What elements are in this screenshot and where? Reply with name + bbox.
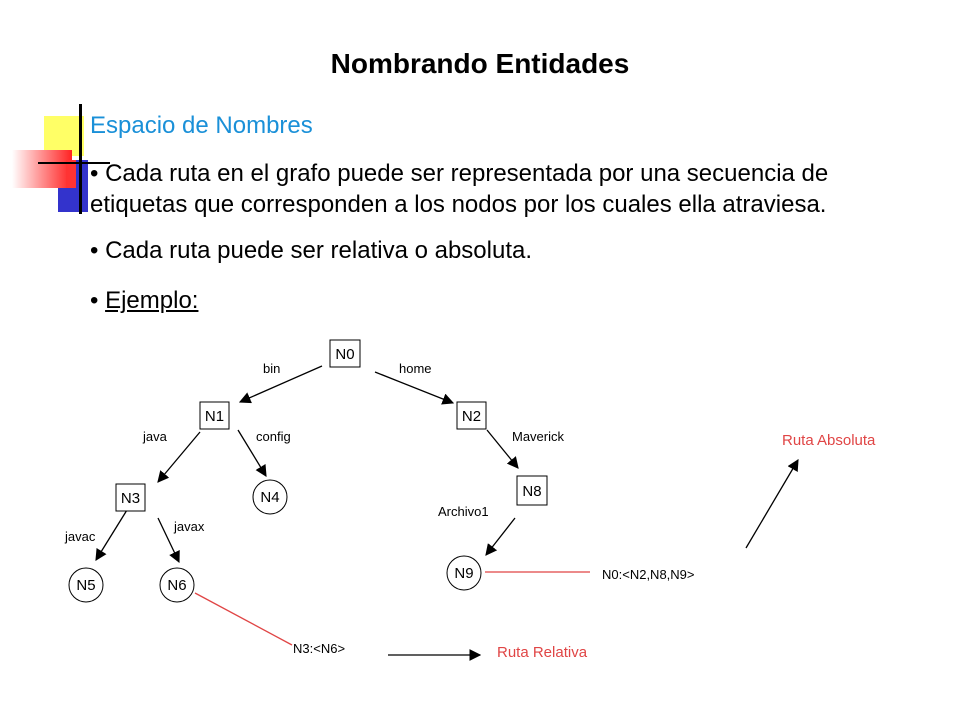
- node-n3: N3: [115, 483, 146, 512]
- absolute-route-label: Ruta Absoluta: [782, 432, 876, 449]
- decor-red-bar: [66, 160, 76, 188]
- node-n2: N2: [456, 401, 487, 430]
- edge-n2-n8: [486, 429, 519, 469]
- relative-path-text: N3:<N6>: [293, 641, 345, 656]
- slide-title: Nombrando Entidades: [330, 48, 630, 79]
- svg-text:N2: N2: [462, 408, 481, 425]
- svg-text:N9: N9: [454, 565, 473, 582]
- decor-horizontal-line: [38, 162, 110, 164]
- node-n9: N9: [446, 555, 482, 591]
- edge-label-config: config: [256, 429, 291, 444]
- svg-text:N8: N8: [522, 483, 541, 500]
- svg-text:N5: N5: [76, 577, 95, 594]
- edge-n8-n9: [485, 517, 516, 556]
- decor-red-gradient: [12, 150, 72, 188]
- edge-n0-n2: [374, 371, 455, 405]
- svg-text:N3: N3: [121, 490, 140, 507]
- relative-route-label: Ruta Relativa: [497, 644, 588, 661]
- svg-text:N1: N1: [205, 408, 224, 425]
- svg-text:N0: N0: [335, 346, 354, 363]
- edge-label-javax: javax: [173, 519, 205, 534]
- decor-vertical-line: [79, 104, 82, 214]
- edge-n3-n6: [157, 517, 180, 564]
- edge-n1-n4: [237, 429, 267, 477]
- arrow-to-absolute: [745, 458, 799, 549]
- edge-label-archivo1: Archivo1: [438, 504, 489, 519]
- edge-label-java: java: [142, 429, 168, 444]
- link-n6-relative: [194, 592, 293, 646]
- svg-text:N4: N4: [260, 489, 279, 506]
- example-label: Ejemplo:: [105, 287, 199, 314]
- absolute-path-text: N0:<N2,N8,N9>: [602, 567, 695, 582]
- bullet-relative-absolute: • Cada ruta puede ser relativa o absolut…: [90, 237, 533, 264]
- node-n8: N8: [516, 475, 548, 506]
- slide-subtitle: Espacio de Nombres: [90, 112, 313, 139]
- edge-label-maverick: Maverick: [512, 429, 565, 444]
- edge-n0-n1: [238, 365, 323, 404]
- bullet-example: • Ejemplo:: [90, 285, 198, 316]
- edge-label-javac: javac: [64, 529, 96, 544]
- node-n0: N0: [329, 339, 361, 368]
- edge-label-bin: bin: [263, 361, 280, 376]
- edge-label-home: home: [399, 361, 432, 376]
- edge-n1-n3: [157, 431, 201, 483]
- node-n6: N6: [159, 567, 195, 603]
- node-n5: N5: [68, 567, 104, 603]
- bullet-marker: •: [90, 287, 106, 314]
- node-n1: N1: [199, 401, 230, 430]
- svg-text:N6: N6: [167, 577, 186, 594]
- bullet-path-sequence: • Cada ruta en el grafo puede ser repres…: [90, 160, 829, 218]
- node-n4: N4: [252, 479, 288, 515]
- decor-yellow-square: [44, 116, 84, 156]
- edge-n3-n5: [95, 509, 128, 561]
